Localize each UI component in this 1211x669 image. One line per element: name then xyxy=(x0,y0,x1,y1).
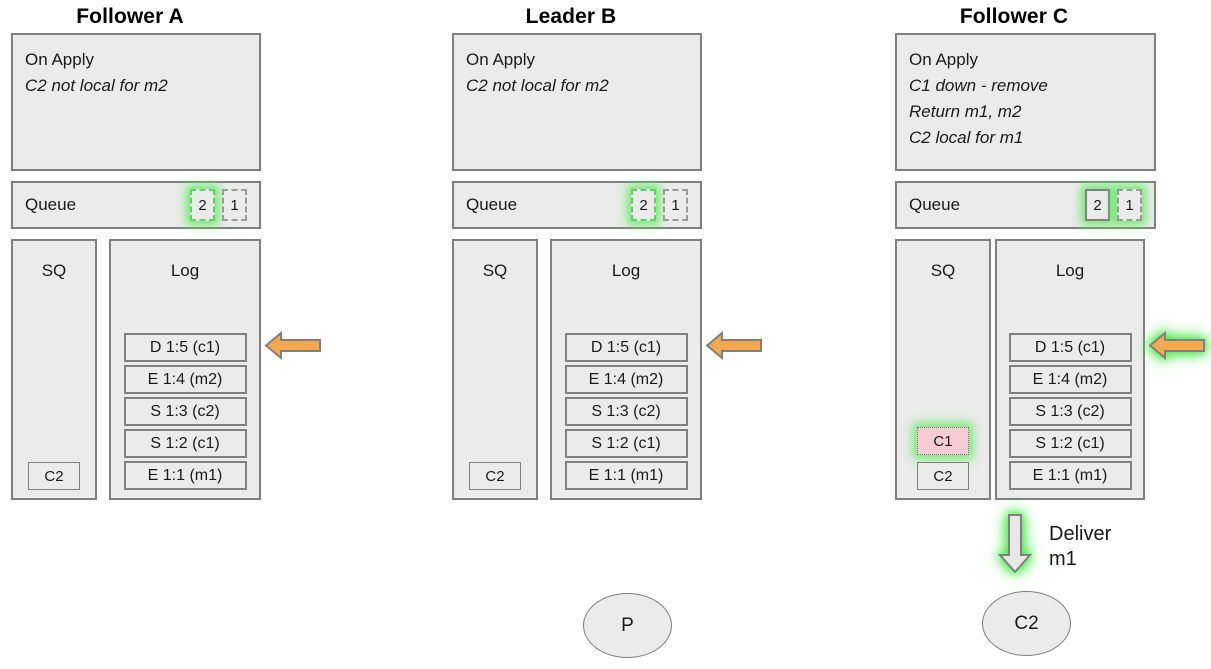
queue-box-follower-c: Queue 2 1 xyxy=(895,181,1156,229)
node-leader-b: Leader B On Apply C2 not local for m2 Qu… xyxy=(441,0,762,669)
queue-slot-2: 2 xyxy=(1085,189,1110,221)
sq-panel-title: SQ xyxy=(930,261,956,280)
on-apply-header: On Apply xyxy=(909,50,978,69)
log-panel-title: Log xyxy=(1055,261,1085,280)
log-items: D 1:5 (c1) E 1:4 (m2) S 1:3 (c2) S 1:2 (… xyxy=(552,333,700,490)
log-panel-follower-c: Log D 1:5 (c1) E 1:4 (m2) S 1:3 (c2) S 1… xyxy=(995,239,1145,500)
log-panel-title: Log xyxy=(611,261,641,280)
sq-panel-leader-b: SQ C2 xyxy=(452,239,538,500)
sq-panel-title: SQ xyxy=(482,261,508,280)
sq-item: C2 xyxy=(917,462,969,490)
on-apply-box-leader-b: On Apply C2 not local for m2 xyxy=(452,33,702,171)
process-ellipse-p: P xyxy=(583,593,672,658)
on-apply-line: C1 down - remove xyxy=(909,76,1048,95)
left-arrow-icon xyxy=(264,330,321,361)
on-apply-line: C2 not local for m2 xyxy=(25,76,168,95)
sq-items: C2 xyxy=(454,462,536,490)
queue-label: Queue xyxy=(466,195,518,214)
sq-panel-title: SQ xyxy=(41,261,67,280)
log-entry: D 1:5 (c1) xyxy=(123,333,247,362)
node-follower-c: Follower C On Apply C1 down - remove Ret… xyxy=(884,0,1205,669)
queue-slots: 2 1 xyxy=(190,189,247,221)
log-entry: S 1:2 (c1) xyxy=(123,429,247,458)
queue-slot-1: 1 xyxy=(222,189,247,221)
log-panel-follower-a: Log D 1:5 (c1) E 1:4 (m2) S 1:3 (c2) S 1… xyxy=(109,239,261,500)
client-ellipse-c2: C2 xyxy=(982,591,1071,656)
log-entry: D 1:5 (c1) xyxy=(564,333,688,362)
sq-item: C2 xyxy=(469,462,521,490)
on-apply-line: Return m1, m2 xyxy=(909,102,1022,121)
log-entry: D 1:5 (c1) xyxy=(1008,333,1132,362)
left-arrow-icon xyxy=(705,330,762,361)
on-apply-header: On Apply xyxy=(466,50,535,69)
log-entry: E 1:1 (m1) xyxy=(564,461,688,490)
on-apply-line: C2 local for m1 xyxy=(909,128,1024,147)
log-entry: E 1:1 (m1) xyxy=(123,461,247,490)
log-entry: E 1:1 (m1) xyxy=(1008,461,1132,490)
sq-items: C1 C2 xyxy=(897,427,989,490)
queue-slot-2: 2 xyxy=(631,189,656,221)
log-items: D 1:5 (c1) E 1:4 (m2) S 1:3 (c2) S 1:2 (… xyxy=(111,333,259,490)
queue-slots: 2 1 xyxy=(631,189,688,221)
log-panel-title: Log xyxy=(170,261,200,280)
queue-slot-1: 1 xyxy=(1117,189,1142,221)
on-apply-box-follower-a: On Apply C2 not local for m2 xyxy=(11,33,261,171)
sq-panel-follower-a: SQ C2 xyxy=(11,239,97,500)
node-title-follower-c: Follower C xyxy=(959,5,1069,28)
down-arrow-deliver-icon xyxy=(997,514,1033,574)
node-title-leader-b: Leader B xyxy=(525,5,617,28)
log-entry: E 1:4 (m2) xyxy=(123,365,247,394)
deliver-caption: Deliver m1 xyxy=(1049,523,1112,570)
on-apply-line: C2 not local for m2 xyxy=(466,76,609,95)
queue-slots: 2 1 xyxy=(1085,189,1142,221)
sq-item-pending: C1 xyxy=(917,427,969,455)
on-apply-header: On Apply xyxy=(25,50,94,69)
queue-label: Queue xyxy=(25,195,77,214)
log-entry: S 1:3 (c2) xyxy=(564,397,688,426)
log-panel-leader-b: Log D 1:5 (c1) E 1:4 (m2) S 1:3 (c2) S 1… xyxy=(550,239,702,500)
queue-box-leader-b: Queue 2 1 xyxy=(452,181,702,229)
left-arrow-icon xyxy=(1148,330,1205,361)
log-items: D 1:5 (c1) E 1:4 (m2) S 1:3 (c2) S 1:2 (… xyxy=(997,333,1143,490)
queue-label: Queue xyxy=(909,195,961,214)
log-entry: S 1:2 (c1) xyxy=(564,429,688,458)
ellipse-label: C2 xyxy=(1014,612,1039,634)
log-entry: S 1:3 (c2) xyxy=(123,397,247,426)
queue-box-follower-a: Queue 2 1 xyxy=(11,181,261,229)
log-entry: E 1:4 (m2) xyxy=(1008,365,1132,394)
ellipse-label: P xyxy=(621,614,634,636)
on-apply-box-follower-c: On Apply C1 down - remove Return m1, m2 … xyxy=(895,33,1156,171)
node-title-follower-a: Follower A xyxy=(76,5,184,28)
sq-panel-follower-c: SQ C1 C2 xyxy=(895,239,991,500)
log-entry: E 1:4 (m2) xyxy=(564,365,688,394)
node-follower-a: Follower A On Apply C2 not local for m2 … xyxy=(0,0,321,669)
queue-slot-1: 1 xyxy=(663,189,688,221)
sq-item: C2 xyxy=(28,462,80,490)
log-entry: S 1:2 (c1) xyxy=(1008,429,1132,458)
log-entry: S 1:3 (c2) xyxy=(1008,397,1132,426)
sq-items: C2 xyxy=(13,462,95,490)
queue-slot-2: 2 xyxy=(190,189,215,221)
